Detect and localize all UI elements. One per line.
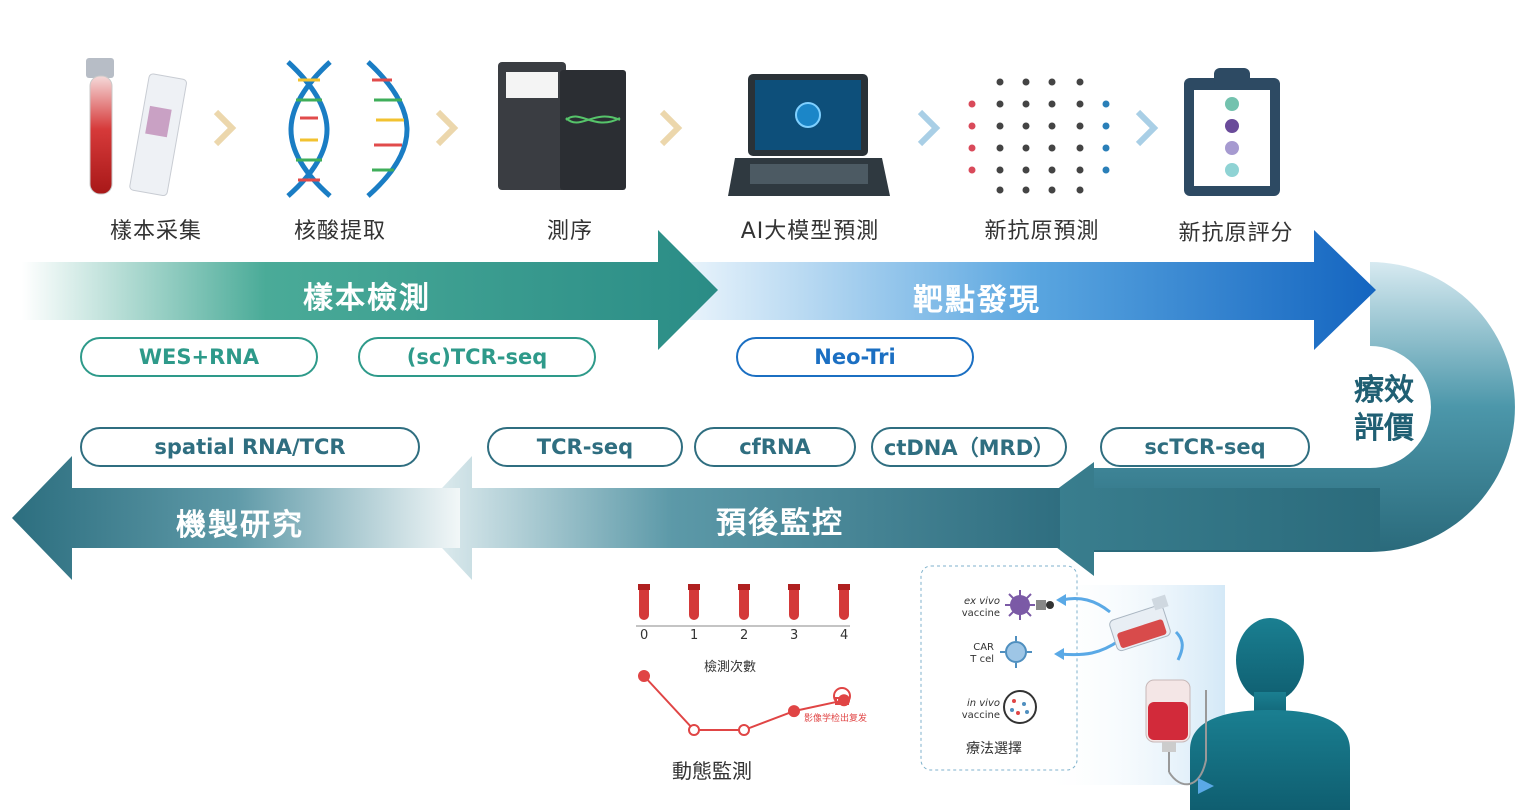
molecule-node xyxy=(1076,166,1084,174)
band-title-sample-testing: 樣本檢測 xyxy=(303,281,431,316)
monitor-chart xyxy=(636,584,851,736)
monitor-point xyxy=(738,724,750,736)
therapy-car-t-label: CAR T cel xyxy=(970,642,994,665)
molecule-node xyxy=(968,100,976,108)
blood-tube-icon xyxy=(789,584,799,620)
pill-tcr-seq: TCR-seq xyxy=(487,427,683,467)
molecule-node xyxy=(1022,100,1030,108)
step-label-sample: 樣本采集 xyxy=(109,219,202,244)
iv-bag-icon xyxy=(1145,679,1214,794)
pill-sc-tcr-seq: (sc)TCR-seq xyxy=(358,337,596,377)
therapy-invivo-label: in vivo vaccine xyxy=(961,698,1000,721)
molecule-node xyxy=(1048,122,1056,130)
monitor-caption: 動態監測 xyxy=(672,759,752,783)
monitor-tick-label: 4 xyxy=(840,628,849,643)
molecule-node xyxy=(968,144,976,152)
blood-tube-icon xyxy=(689,584,699,620)
nanoparticle-icon xyxy=(1003,690,1037,724)
tube-cap xyxy=(638,584,650,590)
pill-neo-tri: Neo-Tri xyxy=(736,337,974,377)
blood-tube-icon xyxy=(839,584,849,620)
tube-cap xyxy=(688,584,700,590)
molecule-node xyxy=(1076,100,1084,108)
therapy-exvivo-label: ex vivo vaccine xyxy=(961,596,1000,619)
molecule-node xyxy=(1076,186,1084,194)
therapy-caption: 療法選擇 xyxy=(966,741,1022,757)
car-t-cell-icon xyxy=(1000,636,1032,668)
monitor-point xyxy=(688,724,700,736)
molecule-node xyxy=(1102,122,1110,130)
cell-culture-flask-icon xyxy=(1109,594,1171,652)
molecule-node xyxy=(996,122,1004,130)
molecule-node xyxy=(1076,78,1084,86)
blood-tube-icon xyxy=(639,584,649,620)
monitor-point xyxy=(788,705,800,718)
bottom-mid-arrow xyxy=(414,456,1060,580)
molecule-node xyxy=(996,144,1004,152)
dendritic-cell-icon xyxy=(1005,590,1054,620)
molecule-node xyxy=(1048,100,1056,108)
molecule-node xyxy=(996,78,1004,86)
molecule-node xyxy=(1048,186,1056,194)
step-label-neoantigen-prediction: 新抗原預測 xyxy=(984,219,1100,244)
chevron-right-icon xyxy=(213,109,1159,147)
dna-icon xyxy=(286,60,410,198)
molecule-node xyxy=(996,100,1004,108)
molecule-node xyxy=(1102,166,1110,174)
monitor-tick-label: 3 xyxy=(790,628,799,643)
step-label-neoantigen-scoring: 新抗原評分 xyxy=(1178,221,1294,246)
molecule-node xyxy=(1048,78,1056,86)
step-label-extraction: 核酸提取 xyxy=(293,219,386,244)
molecule-node xyxy=(1102,144,1110,152)
pill-wes-rna: WES+RNA xyxy=(80,337,318,377)
tube-cap xyxy=(738,584,750,590)
pill-cfrna: cfRNA xyxy=(694,427,856,467)
curve-band xyxy=(1094,262,1515,552)
monitor-tick-label: 1 xyxy=(690,628,699,643)
molecule-node xyxy=(968,166,976,174)
band-title-mechanism-research: 機製研究 xyxy=(176,508,304,543)
tube-cap xyxy=(838,584,850,590)
laptop-ai-icon xyxy=(728,74,890,196)
molecule-node xyxy=(1102,100,1110,108)
monitor-tick-label: 0 xyxy=(640,628,649,643)
molecule-node xyxy=(1022,144,1030,152)
scan-icon xyxy=(833,687,851,705)
blood-tube-icon xyxy=(739,584,749,620)
monitor-x-caption: 檢測次數 xyxy=(704,660,757,675)
molecule-node xyxy=(1076,144,1084,152)
monitor-annotation: 影像学检出复发 xyxy=(804,714,868,724)
bottom-right-arrow xyxy=(1018,462,1380,576)
monitor-tick-label: 2 xyxy=(740,628,749,643)
band-title-target-discovery: 靶點發現 xyxy=(913,283,1041,318)
pill-sctcr-seq: scTCR-seq xyxy=(1100,427,1310,467)
tube-cap xyxy=(788,584,800,590)
step-label-ai: AI大模型預測 xyxy=(740,219,880,244)
molecule-node xyxy=(1022,166,1030,174)
band-title-prognosis-monitoring: 預後監控 xyxy=(716,506,844,541)
molecule-node xyxy=(1048,144,1056,152)
sequencer-icon xyxy=(498,62,626,190)
top-left-arrow xyxy=(22,230,718,350)
molecule-node xyxy=(968,122,976,130)
monitor-point xyxy=(638,670,650,682)
blood-tube-slide-icon xyxy=(86,58,187,197)
bottom-left-arrow xyxy=(12,456,460,580)
molecule-node xyxy=(996,166,1004,174)
molecule-node xyxy=(1022,186,1030,194)
clipboard-icon xyxy=(1184,68,1280,196)
pill-ctdna-mrd: ctDNA（MRD） xyxy=(871,427,1067,467)
molecule-node xyxy=(1048,166,1056,174)
patient-silhouette-icon xyxy=(1190,618,1350,810)
molecule-node xyxy=(1022,78,1030,86)
band-title-efficacy-evaluation: 療效 評價 xyxy=(1354,373,1414,446)
molecule-grid-icon xyxy=(968,78,1110,194)
molecule-node xyxy=(1022,122,1030,130)
pill-spatial-rna-tcr: spatial RNA/TCR xyxy=(80,427,420,467)
step-label-sequencing: 測序 xyxy=(546,219,593,244)
molecule-node xyxy=(1076,122,1084,130)
top-right-arrow xyxy=(690,230,1376,350)
molecule-node xyxy=(996,186,1004,194)
